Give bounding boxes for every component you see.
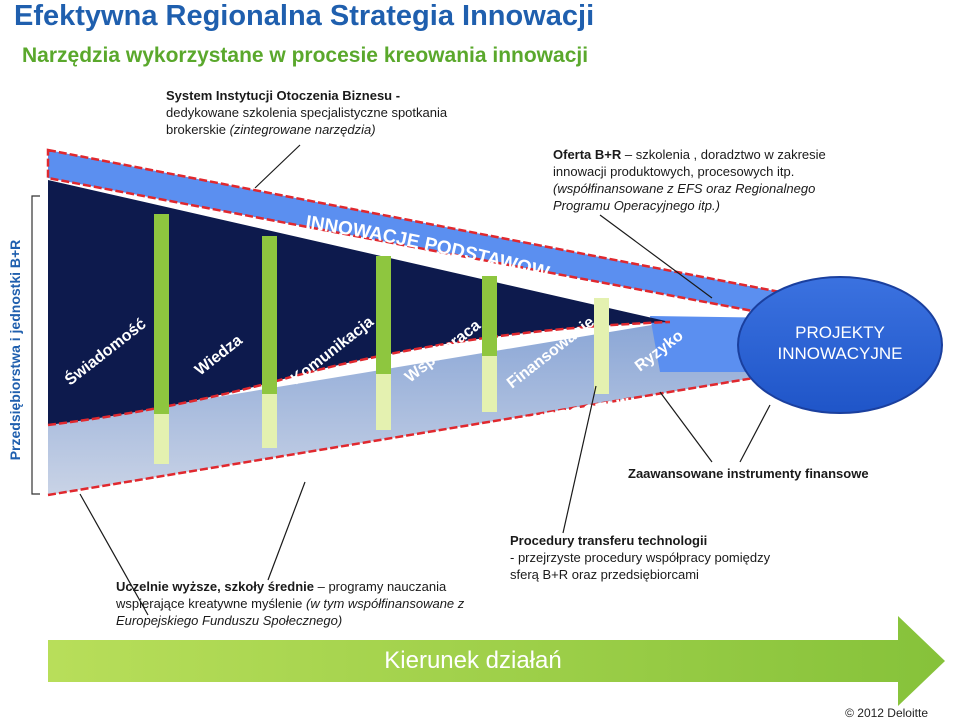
- note-uczelnie-italic: (w tym współfinansowane z Europejskiego …: [116, 596, 465, 628]
- note-ioib-line2: dedykowane szkolenia specjalistyczne spo…: [166, 105, 448, 120]
- note-oferta-rest: – szkolenia , doradztwo w zakresie: [621, 147, 826, 162]
- projects-label: PROJEKTY INNOWACYJNE: [777, 323, 903, 363]
- note-oferta-line2: innowacji produktowych, procesowych itp.: [553, 164, 795, 179]
- note-ioib: System Instytucji Otoczenia Biznesu - de…: [166, 87, 506, 138]
- stage-bar: [262, 394, 277, 448]
- stage-bar: [376, 256, 391, 374]
- page-subtitle: Narzędzia wykorzystane w procesie kreowa…: [22, 44, 589, 67]
- stage-bar: [594, 298, 609, 348]
- note-ioib-line3: brokerskie: [166, 122, 230, 137]
- note-uczelnie: Uczelnie wyższe, szkoły średnie – progra…: [116, 578, 486, 629]
- note-oferta-italic: (współfinansowane z EFS oraz Regionalneg…: [553, 181, 816, 213]
- stage-bar: [594, 348, 609, 394]
- navy-funnel: [48, 180, 670, 425]
- stage-bar: [262, 236, 277, 394]
- red-bottom-line: [47, 370, 791, 497]
- side-label: Przedsiębiorstwa i jednostki B+R: [7, 239, 23, 461]
- note-oferta-title: Oferta B+R: [553, 147, 622, 162]
- note-procedury: Procedury transferu technologii - przejr…: [510, 532, 800, 583]
- stage-bar: [154, 214, 169, 414]
- pointer-lines: [79, 144, 771, 616]
- left-bracket: [31, 195, 40, 495]
- projects-ellipse: [737, 276, 943, 414]
- stage-bar: [482, 276, 497, 356]
- page-title: Efektywna Regionalna Strategia Innowacji: [14, 0, 595, 32]
- note-uczelnie-title: Uczelnie wyższe, szkoły średnie: [116, 579, 314, 594]
- footer-copyright: © 2012 Deloitte: [845, 706, 928, 720]
- note-uczelnie-rest: – programy nauczania: [313, 579, 447, 594]
- stage-bar: [154, 414, 169, 464]
- note-procedury-title: Procedury transferu technologii: [510, 533, 708, 548]
- note-ioib-title: System Instytucji Otoczenia Biznesu -: [166, 88, 401, 103]
- note-zaawansowane: Zaawansowane instrumenty finansowe: [628, 466, 869, 481]
- note-uczelnie-line2: wspierające kreatywne myślenie: [116, 596, 307, 611]
- stage-bar: [482, 356, 497, 412]
- note-oferta: Oferta B+R – szkolenia , doradztwo w zak…: [553, 146, 853, 214]
- note-procedury-rest: - przejrzyste procedury współpracy pomię…: [510, 550, 771, 582]
- stage-bars: [154, 214, 609, 464]
- red-curve: [47, 320, 671, 427]
- stage-bar: [376, 374, 391, 430]
- note-ioib-italic: (zintegrowane narzędzia): [229, 122, 376, 137]
- direction-arrow: [48, 616, 945, 706]
